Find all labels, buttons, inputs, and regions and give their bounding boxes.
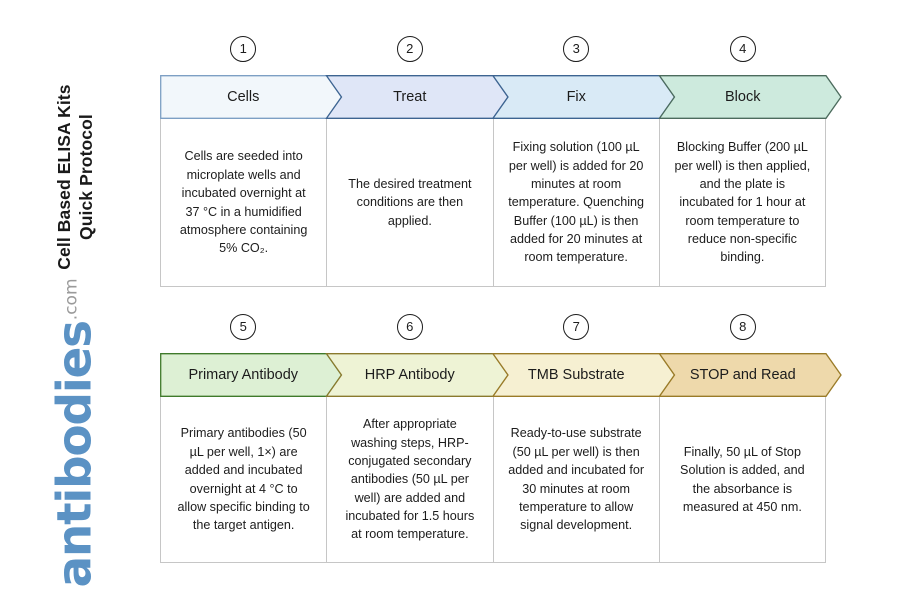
step-badge-row-top: 1 2 3 4 — [160, 36, 826, 75]
step-description-cell-4: Blocking Buffer (200 µL per well) is the… — [660, 119, 825, 286]
step-description-text-3: Fixing solution (100 µL per well) is add… — [508, 140, 645, 265]
step-description-cell-2: The desired treatment conditions are the… — [327, 119, 494, 286]
step-description-cell-1: Cells are seeded into microplate wells a… — [161, 119, 328, 286]
step-number-badge-4: 4 — [729, 36, 756, 62]
step-description-text-7: Ready-to-use substrate (50 µL per well) … — [508, 426, 645, 533]
step-description-row-top: Cells are seeded into microplate wells a… — [160, 119, 826, 287]
brand-logo: antibodies.com — [47, 278, 103, 588]
step-number-badge-5: 5 — [230, 314, 257, 340]
page-title-line-2: Quick Protocol — [76, 114, 96, 240]
step-description-cell-6: After appropriate washing steps, HRP-con… — [327, 397, 494, 562]
page-title: Cell Based ELISA Kits Quick Protocol — [53, 37, 97, 317]
step-description-text-5: Primary antibodies (50 µL per well, 1×) … — [177, 426, 310, 533]
step-arrow-4[interactable] — [658, 75, 842, 119]
step-number-badge-6: 6 — [396, 314, 423, 340]
step-arrow-3[interactable] — [491, 75, 676, 119]
brand-name: antibodies — [47, 321, 103, 588]
step-arrow-2[interactable] — [325, 75, 509, 119]
step-description-cell-8: Finally, 50 µL of Stop Solution is added… — [660, 397, 825, 562]
step-number-badge-7: 7 — [563, 314, 590, 340]
step-badge-row-bottom: 5 6 7 8 — [160, 314, 826, 353]
step-number-badge-1: 1 — [230, 36, 257, 62]
step-arrow-8[interactable] — [658, 353, 842, 397]
step-description-cell-3: Fixing solution (100 µL per well) is add… — [494, 119, 660, 286]
step-number-badge-2: 2 — [396, 36, 423, 62]
step-description-text-6: After appropriate washing steps, HRP-con… — [345, 417, 475, 542]
step-description-row-bottom: Primary antibodies (50 µL per well, 1×) … — [160, 397, 826, 563]
step-description-cell-7: Ready-to-use substrate (50 µL per well) … — [494, 397, 660, 562]
branding-rail: Cell Based ELISA Kits Quick Protocol ant… — [0, 0, 158, 594]
brand-tld: .com — [61, 278, 82, 321]
step-arrow-5[interactable] — [160, 353, 343, 397]
step-arrow-1[interactable] — [160, 75, 343, 119]
page-title-line-1: Cell Based ELISA Kits — [53, 84, 74, 270]
step-description-text-2: The desired treatment conditions are the… — [348, 176, 472, 228]
step-description-cell-5: Primary antibodies (50 µL per well, 1×) … — [161, 397, 328, 562]
step-number-badge-3: 3 — [563, 36, 590, 62]
step-arrow-6[interactable] — [325, 353, 509, 397]
step-number-badge-8: 8 — [729, 314, 756, 340]
step-description-text-4: Blocking Buffer (200 µL per well) is the… — [674, 140, 811, 265]
step-description-text-8: Finally, 50 µL of Stop Solution is added… — [680, 444, 805, 514]
step-arrow-7[interactable] — [491, 353, 676, 397]
step-description-text-1: Cells are seeded into microplate wells a… — [179, 149, 308, 256]
